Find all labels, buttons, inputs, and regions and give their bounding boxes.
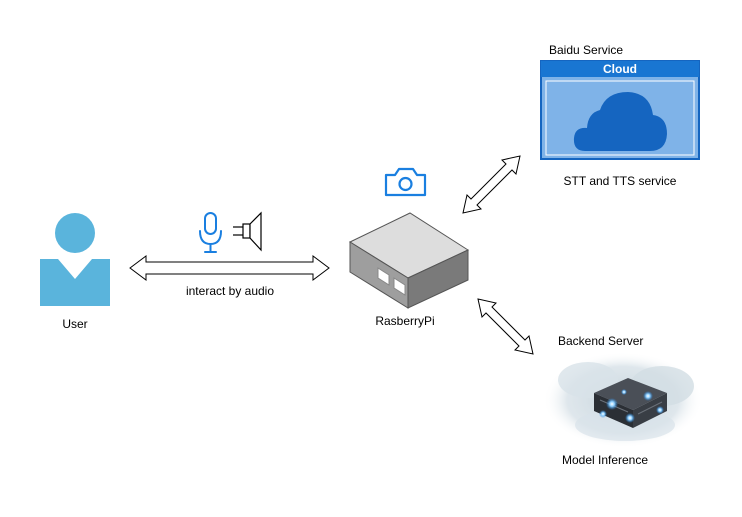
- cloud-header-label: Cloud: [603, 62, 637, 76]
- stt-tts-caption: STT and TTS service: [563, 174, 677, 188]
- user-icon: [40, 213, 110, 306]
- cloud-container: [540, 60, 700, 160]
- user-label: User: [62, 317, 88, 331]
- user-pi-arrow: [129, 255, 330, 281]
- speaker-icon: [233, 211, 262, 252]
- raspberry-pi-box-icon: [348, 212, 470, 309]
- user-pi-edge-label: interact by audio: [185, 284, 275, 298]
- pi-cloud-arrow: [462, 155, 521, 214]
- backend-server-title: Backend Server: [558, 334, 644, 348]
- cloud-icon: [573, 92, 667, 151]
- baidu-service-title: Baidu Service: [549, 43, 624, 57]
- pi-backend-arrow: [477, 298, 534, 355]
- server-cloud-icon: [543, 352, 703, 448]
- raspberry-pi-label: RasberryPi: [375, 314, 435, 328]
- microphone-icon: [199, 212, 222, 253]
- camera-icon: [384, 167, 427, 197]
- model-inference-caption: Model Inference: [561, 453, 649, 467]
